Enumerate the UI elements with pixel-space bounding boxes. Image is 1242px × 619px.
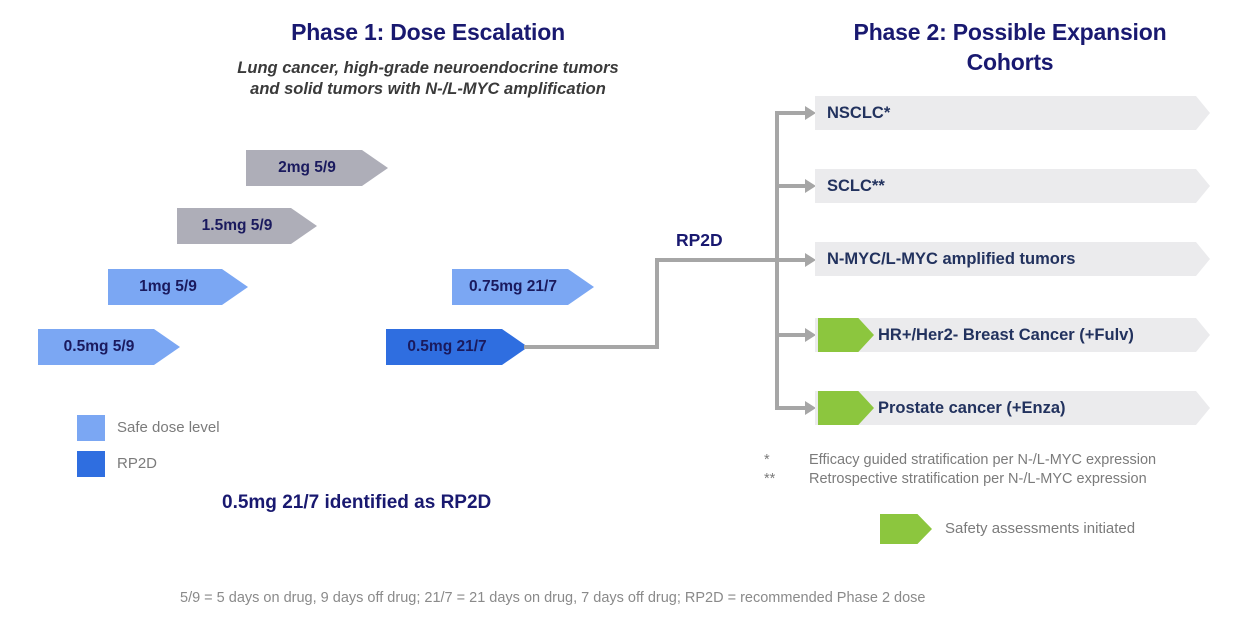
arrowhead-prostate: [805, 401, 816, 415]
arrowhead-breast: [805, 328, 816, 342]
dose-arrow-label: 0.75mg 21/7: [469, 278, 557, 295]
connector-rp2d-horizontal: [524, 345, 659, 349]
legend-label-safety-assessments: Safety assessments initiated: [945, 520, 1136, 537]
legend-green-chevron-safety: [880, 514, 932, 544]
footnote-text-single-asterisk: Efficacy guided stratification per N-/L-…: [809, 452, 1157, 468]
cohort-bar-nmyc-lmyc[interactable]: [815, 242, 1210, 276]
arrowhead-nmyc: [805, 253, 816, 267]
phase1-title: Phase 1: Dose Escalation: [291, 19, 565, 45]
phase1-subtitle-line2: and solid tumors with N-/L-MYC amplifica…: [250, 80, 606, 98]
connector-rp2d-to-nmyc: [655, 258, 807, 262]
rp2d-connector-label: RP2D: [676, 230, 723, 250]
cohort-bar-nsclc[interactable]: [815, 96, 1210, 130]
legend-swatch-rp2d: [77, 451, 105, 477]
phase1-subtitle-line1: Lung cancer, high-grade neuroendocrine t…: [237, 59, 619, 77]
dose-arrow-label: 1.5mg 5/9: [201, 217, 273, 234]
footnote-mark-double-asterisk: **: [764, 471, 776, 487]
cohort-label-breast: HR+/Her2- Breast Cancer (+Fulv): [878, 326, 1134, 344]
arrowhead-nsclc: [805, 106, 816, 120]
rp2d-identified-statement: 0.5mg 21/7 identified as RP2D: [222, 492, 492, 513]
bottom-abbreviation-note: 5/9 = 5 days on drug, 9 days off drug; 2…: [180, 590, 926, 606]
cohort-label-prostate: Prostate cancer (+Enza): [878, 399, 1066, 417]
dose-arrow-label: 2mg 5/9: [278, 159, 336, 176]
dose-arrow-0-5mg-21-7-rp2d[interactable]: 0.5mg 21/7: [386, 329, 528, 365]
legend-label-safe-dose: Safe dose level: [117, 419, 220, 436]
connector-branch-prostate: [775, 406, 807, 410]
dose-arrow-label: 0.5mg 21/7: [407, 338, 487, 355]
cohort-bar-breast[interactable]: [815, 318, 1210, 352]
dose-arrow-label: 0.5mg 5/9: [63, 338, 135, 355]
footnote-mark-single-asterisk: *: [764, 452, 770, 468]
dose-arrow-1-5mg-5-9[interactable]: 1.5mg 5/9: [177, 208, 317, 244]
cohort-label-nmyc-lmyc: N-MYC/L-MYC amplified tumors: [827, 250, 1076, 268]
dose-arrow-0-75mg-21-7[interactable]: 0.75mg 21/7: [452, 269, 594, 305]
dose-arrow-label: 1mg 5/9: [139, 278, 197, 295]
legend-label-rp2d: RP2D: [117, 455, 158, 472]
connector-rp2d-riser: [655, 258, 659, 349]
connector-branch-nsclc: [775, 111, 807, 115]
footnote-text-double-asterisk: Retrospective stratification per N-/L-MY…: [809, 471, 1147, 487]
cohort-label-sclc: SCLC**: [827, 177, 885, 195]
connector-branch-sclc: [775, 184, 807, 188]
phase2-title-line2: Cohorts: [966, 49, 1054, 75]
dose-arrow-0-5mg-5-9[interactable]: 0.5mg 5/9: [38, 329, 180, 365]
phase2-title-line1: Phase 2: Possible Expansion: [853, 19, 1167, 45]
connector-branch-breast: [775, 333, 807, 337]
legend-swatch-safe-dose: [77, 415, 105, 441]
connector-trunk-vertical: [775, 113, 779, 408]
cohort-bar-sclc[interactable]: [815, 169, 1210, 203]
dose-arrow-2mg-5-9[interactable]: 2mg 5/9: [246, 150, 388, 186]
dose-arrow-1mg-5-9[interactable]: 1mg 5/9: [108, 269, 248, 305]
cohort-bar-prostate[interactable]: [815, 391, 1210, 425]
cohort-label-nsclc: NSCLC*: [827, 104, 891, 122]
arrowhead-sclc: [805, 179, 816, 193]
